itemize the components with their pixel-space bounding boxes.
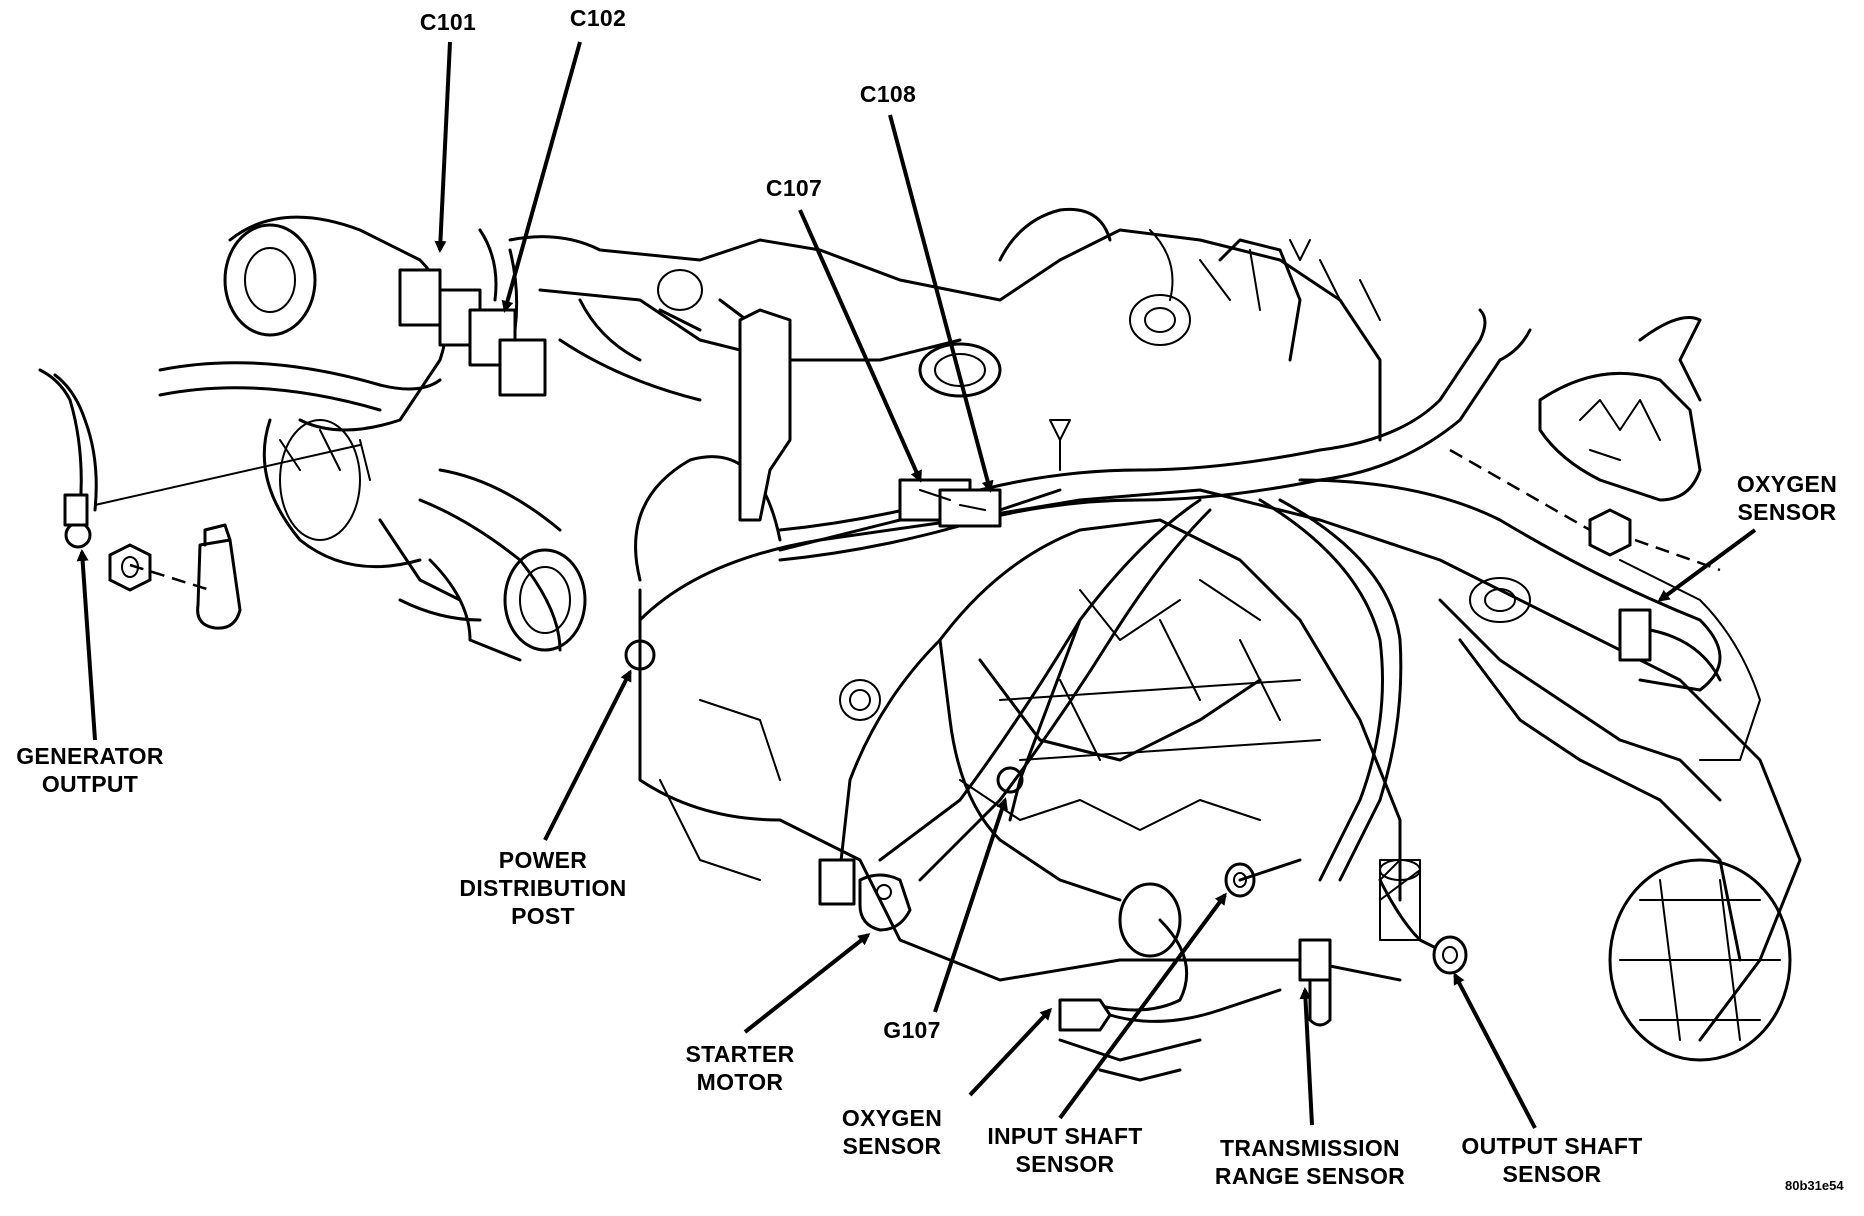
- dashed-alignment-line-heatshield: [1449, 448, 1591, 532]
- leader-oxygen-sensor-rear: [1657, 528, 1757, 602]
- label-transmission-range-sensor: TRANSMISSION RANGE SENSOR: [1214, 1135, 1406, 1189]
- leader-c107: [798, 209, 922, 483]
- label-oxygen-sensor-rear: OXYGEN SENSOR: [1736, 471, 1838, 525]
- leader-oxygen-sensor-front: [968, 1007, 1053, 1097]
- label-generator-output: GENERATOR OUTPUT: [16, 743, 164, 797]
- leader-transmission-range-sensor: [1299, 987, 1314, 1126]
- dashed-alignment-line-generator: [129, 563, 211, 592]
- leader-input-shaft-sensor: [1058, 892, 1227, 1120]
- label-power-distribution-post: POWER DISTRIBUTION POST: [459, 847, 627, 929]
- label-c102: C102: [569, 5, 627, 31]
- label-c107: C107: [765, 175, 823, 201]
- label-c101: C101: [419, 9, 477, 35]
- label-g107: G107: [883, 1017, 941, 1043]
- label-starter-motor: STARTER MOTOR: [685, 1041, 795, 1095]
- label-input-shaft-sensor: INPUT SHAFT SENSOR: [987, 1123, 1143, 1177]
- leader-c108: [888, 114, 994, 493]
- label-output-shaft-sensor: OUTPUT SHAFT SENSOR: [1461, 1133, 1643, 1187]
- leader-c101: [434, 41, 452, 253]
- leader-lines: [76, 41, 1757, 1129]
- generator-output-cable: [38, 368, 83, 512]
- label-c108: C108: [859, 81, 917, 107]
- leader-starter-motor: [743, 933, 871, 1034]
- leader-generator-output: [76, 549, 97, 741]
- transmission-housing: [638, 488, 1802, 1082]
- figure-reference-code: 80b31e54: [1785, 1178, 1844, 1193]
- leader-output-shaft-sensor: [1453, 972, 1537, 1129]
- engine-artwork: [38, 207, 1802, 1082]
- wiring-harness: [624, 308, 1722, 1032]
- label-oxygen-sensor-front: OXYGEN SENSOR: [841, 1105, 943, 1159]
- leader-g107: [933, 797, 1008, 1013]
- connector-c101-c102: [398, 228, 547, 397]
- leader-c102: [501, 41, 582, 313]
- leader-power-distribution-post: [543, 669, 632, 841]
